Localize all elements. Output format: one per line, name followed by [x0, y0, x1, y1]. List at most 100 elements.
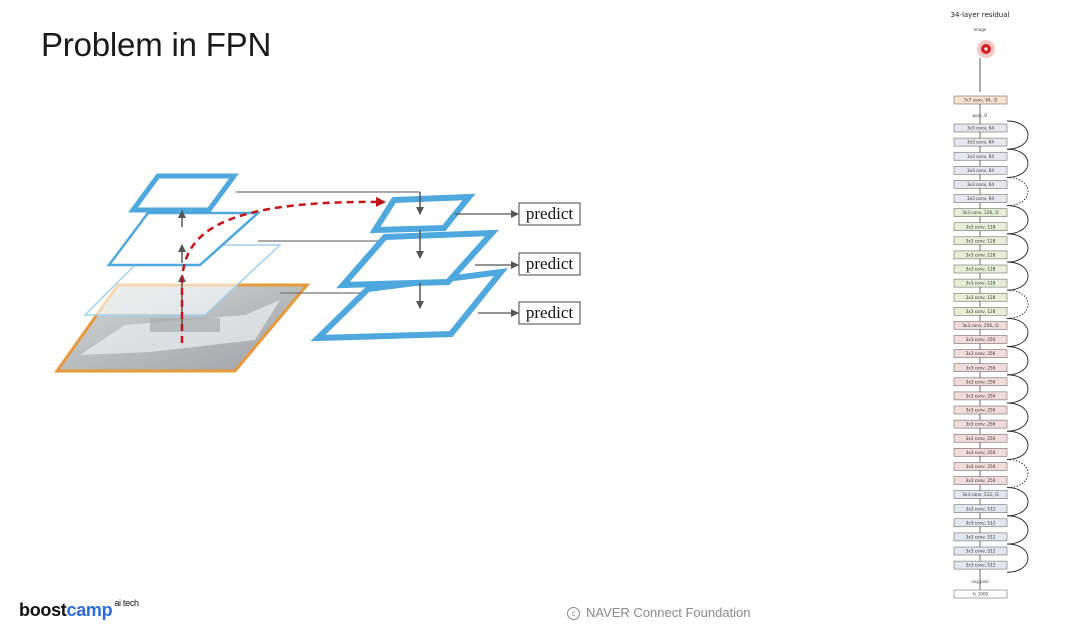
resnet-layer-stack: 7x7 conv, 64, /2 3x3 conv, 64 3x3 conv, 64…: [953, 95, 1029, 590]
resnet-skip-connection: [1006, 261, 1029, 291]
topdown-level-top: [369, 193, 476, 234]
resnet-title: 34-layer residual: [951, 11, 1010, 19]
resnet-layer-box: [953, 462, 1008, 471]
resnet-layer-label: 3x3 conv, 256: [966, 337, 996, 342]
resnet-fc-label: fc 1000: [973, 592, 989, 597]
resnet-layer-label: 3x3 conv, 512: [966, 549, 996, 554]
resnet-layer-label: 3x3 conv, 256: [966, 379, 996, 384]
resnet-layer-box: [953, 166, 1008, 175]
resnet-layer-box: [953, 476, 1008, 485]
resnet-layer-box: [953, 448, 1008, 457]
resnet-layer-label: 3x3 conv, 128: [966, 224, 996, 229]
resnet-layer-label: 3x3 conv, 512: [966, 520, 996, 525]
predict-box-3: predict: [518, 301, 581, 325]
resnet-skip-connection: [1006, 205, 1029, 235]
resnet-layer-box: [953, 363, 1008, 372]
resnet-layer-box: [953, 250, 1008, 260]
resnet-layer-box: [953, 546, 1008, 556]
resnet-layer-label: 7x7 conv, 64, /2: [964, 98, 998, 103]
resnet-input-label: image: [974, 27, 987, 32]
resnet-skip-connection: [1006, 176, 1029, 207]
resnet-skip-connection: [1006, 374, 1029, 404]
predict-label-2: predict: [526, 254, 573, 273]
predict-label-1: predict: [526, 204, 573, 223]
resnet-layer-label: 3x3 conv, 256: [966, 450, 996, 455]
resnet-layer-label: 3x3 conv, 256: [966, 464, 996, 469]
resnet-layer-box: [953, 307, 1008, 316]
resnet-layer-box: [953, 194, 1008, 203]
resnet-skip-connection: [1006, 233, 1029, 263]
resnet-layer-label: 3x3 conv, 128, /2: [962, 210, 999, 215]
resnet-layer-label: 3x3 conv, 64: [967, 196, 994, 201]
bottomup-level-4: [128, 173, 239, 213]
resnet-skip-connection: [1006, 402, 1029, 432]
resnet-layer-box: [953, 292, 1008, 302]
resnet-skip-connection: [1006, 515, 1029, 545]
resnet-layer-label: 3x3 conv, 64: [967, 182, 994, 187]
resnet-layer-box: [953, 518, 1008, 528]
resnet-avgpool-label: avg pool: [971, 579, 988, 584]
resnet-layer-label: 3x3 conv, 512: [966, 563, 996, 568]
logo-part-camp: camp: [66, 600, 113, 620]
topdown-level-bottom: [310, 268, 509, 342]
resnet-layer-box: [953, 419, 1008, 429]
resnet-layer-label: 3x3 conv, 64: [967, 140, 994, 145]
resnet-skip-connection: [1006, 120, 1029, 150]
resnet-layer-box: [953, 433, 1008, 443]
predict-box-2: predict: [518, 252, 581, 276]
resnet-layer-box: [953, 532, 1008, 542]
predict-box-1: predict: [518, 202, 581, 226]
resnet-skip-connection: [1006, 148, 1029, 178]
resnet-layer-box: [953, 137, 1008, 147]
boat-cabin: [150, 318, 220, 332]
resnet-layer-box: [953, 123, 1008, 133]
slide-title: Problem in FPN: [41, 26, 272, 63]
resnet-layer-label: 3x3 conv, 256: [966, 436, 996, 441]
resnet-layer-label: 3x3 conv, 64: [967, 154, 994, 159]
resnet-layer-box: [953, 321, 1008, 330]
top-down-pathway: [310, 192, 509, 342]
resnet-skip-connection: [1006, 543, 1029, 573]
resnet-layer-label: 3x3 conv, 256: [966, 365, 996, 370]
resnet-layer-box: [953, 151, 1008, 161]
resnet-layer-label: 3x3 conv, 64: [967, 126, 994, 131]
topdown-level-middle: [336, 229, 499, 289]
resnet-layer-box: [953, 377, 1008, 387]
bottomup-level-3: [106, 211, 262, 267]
resnet-layer-label: 3x3 conv, 128: [966, 295, 996, 300]
resnet-skip-connection: [1006, 289, 1029, 319]
resnet-skip-connection: [1006, 430, 1029, 460]
resnet-skip-connection: [1006, 458, 1029, 489]
resnet-layer-box: [953, 264, 1008, 274]
resnet-layer-box: [953, 504, 1008, 513]
resnet-layer-label: 3x3 conv, 128: [966, 309, 996, 314]
resnet-layer-box: [953, 490, 1008, 499]
fpn-diagram: predict predict predict: [54, 173, 581, 373]
resnet-layer-label: 3x3 conv, 256: [966, 351, 996, 356]
resnet-layer-box: [953, 222, 1008, 231]
resnet-layer-label: 3x3 conv, 128: [966, 267, 996, 272]
resnet-layer-box: [953, 208, 1008, 217]
resnet-layer-label: 3x3 conv, 512: [966, 506, 996, 511]
resnet-layer-label: 3x3 conv, 64: [967, 168, 994, 173]
resnet-layer-label: 3x3 conv, 128: [966, 238, 996, 243]
logo-ai-tech: ai tech: [114, 598, 139, 608]
resnet-layer-label: 3x3 conv, 256: [966, 408, 996, 413]
resnet-skip-connection: [1006, 317, 1029, 348]
resnet-layer-box: [953, 180, 1008, 189]
resnet-layer-label: 3x3 conv, 256: [966, 394, 996, 399]
resnet-layer-label: 3x3 conv, 128: [966, 253, 996, 258]
resnet-layer-box: [953, 278, 1008, 288]
resnet-layer-box: [953, 236, 1008, 246]
copyright-icon: c: [567, 607, 580, 620]
predict-label-3: predict: [526, 303, 573, 322]
resnet-skip-connection: [1006, 487, 1029, 517]
resnet-layer-box: [953, 349, 1008, 358]
resnet-layer-box: [953, 95, 1008, 105]
resnet-skip-connection: [1006, 346, 1029, 376]
resnet-layer-label: 3x3 conv, 256: [966, 478, 996, 483]
resnet-layer-label: 3x3 conv, 512, /2: [962, 492, 999, 497]
resnet-layer-box: [953, 560, 1008, 570]
